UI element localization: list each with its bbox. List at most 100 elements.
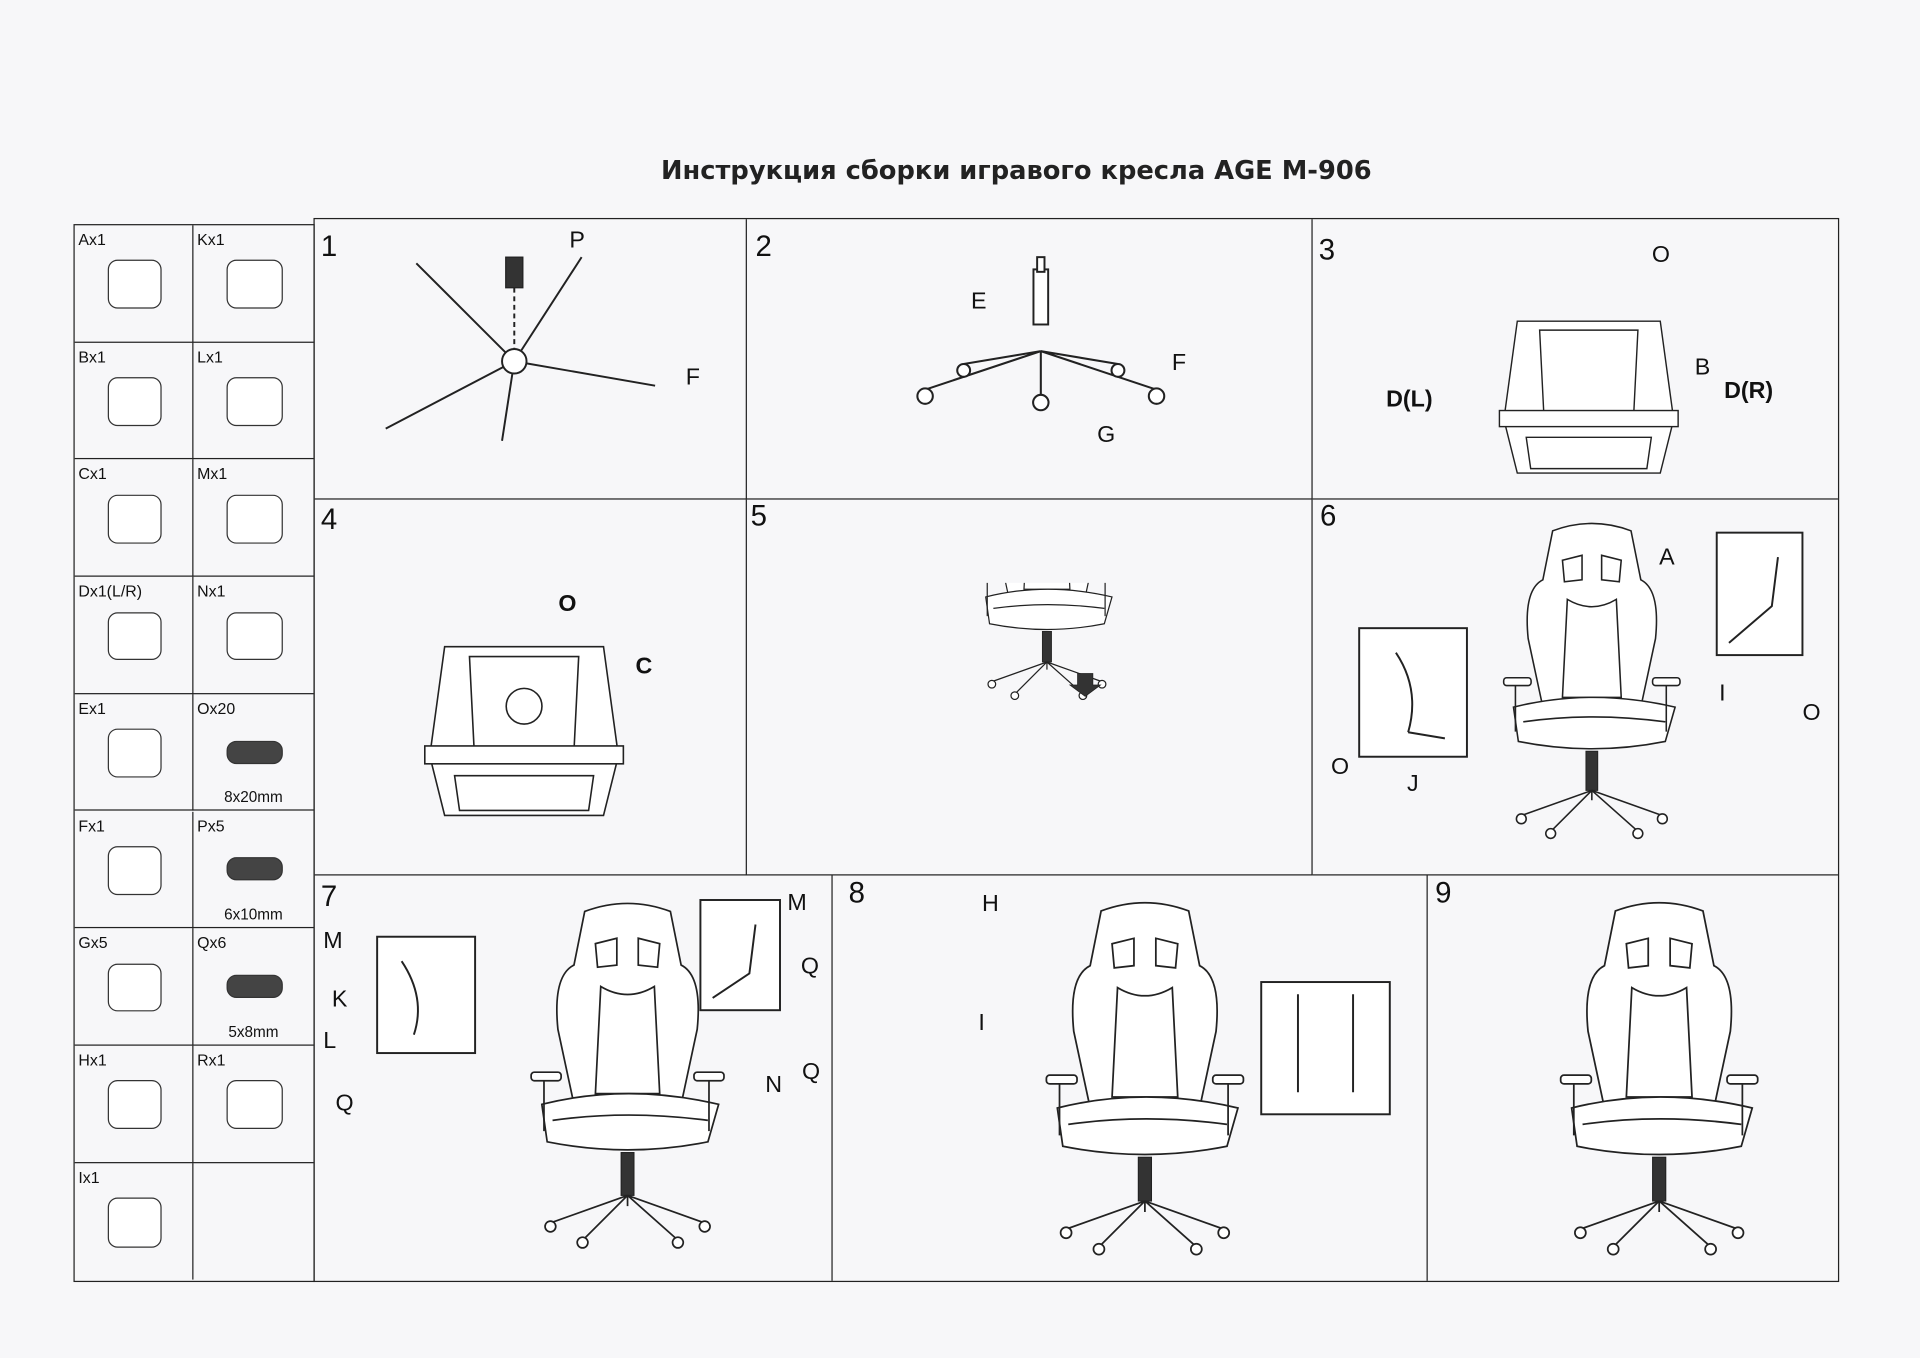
callout-label: O [1802, 700, 1821, 727]
callout-label: O [1331, 754, 1350, 781]
step-2-cylinder-drawing [1032, 256, 1050, 326]
step-7-detail-right [699, 899, 781, 1012]
callout-label: D(L) [1386, 386, 1433, 413]
callout-label: Q [800, 953, 819, 980]
part-cell [193, 1163, 313, 1280]
part-label: Ax1 [78, 230, 106, 249]
part-cell: Fx1 [74, 811, 194, 929]
step-9-chair-drawing [1559, 901, 1759, 1256]
step-5-number: 5 [750, 499, 767, 533]
step-8-detail [1260, 981, 1391, 1116]
part-label: Nx1 [197, 581, 226, 601]
step-8-chair-drawing [1045, 901, 1245, 1256]
callout-label: E [971, 288, 987, 315]
part-cell: Ax1 [74, 225, 194, 343]
part-cell: Gx5 [74, 928, 194, 1046]
step-6-detail-left [1358, 627, 1468, 758]
seat-icon [107, 377, 162, 427]
step-2-base-drawing [916, 350, 1166, 412]
step-5-seat-on-base-drawing [931, 582, 1164, 827]
part-cell: Mx1 [193, 460, 314, 577]
part-label: Rx1 [197, 1050, 226, 1069]
part-cell: Cx1 [74, 459, 194, 577]
step-6-detail-right [1715, 531, 1804, 657]
callout-label: I [1719, 680, 1726, 707]
lumbar-pillow-icon [107, 1080, 162, 1130]
part-label: Cx1 [78, 464, 107, 483]
step-3-seat-drawing [1498, 320, 1679, 474]
callout-label: O [1651, 242, 1670, 269]
callout-label: K [331, 986, 348, 1013]
step-6-number: 6 [1320, 499, 1337, 533]
callout-label: Q [802, 1059, 821, 1085]
part-label: Kx1 [197, 230, 225, 249]
step-7-detail-left [376, 935, 477, 1055]
knob-icon [227, 377, 283, 427]
part-label: Bx1 [78, 347, 106, 366]
step-2-panel [746, 219, 1313, 500]
part-size: 8x20mm [224, 789, 283, 807]
step-7-panel [315, 875, 833, 1281]
step-2-number: 2 [755, 230, 772, 264]
step-8-panel [833, 875, 1428, 1281]
part-label: Mx1 [197, 464, 228, 483]
callout-label: M [787, 890, 807, 916]
callout-label: B [1694, 355, 1711, 381]
gas-cylinder-icon [107, 728, 162, 778]
callout-label: H [982, 891, 999, 918]
bolt-icon [227, 740, 283, 764]
callout-label: P [569, 227, 585, 254]
part-cell: Ix1 [75, 1162, 194, 1280]
step-8-number: 8 [848, 876, 865, 910]
part-label: Hx1 [78, 1050, 107, 1069]
callout-label: J [1406, 771, 1419, 798]
part-label: Ex1 [78, 698, 106, 718]
screw-icon [227, 974, 283, 999]
callout-label: G [1097, 422, 1116, 449]
part-label: Qx6 [197, 933, 227, 952]
step-3-number: 3 [1318, 233, 1336, 267]
base-icon [107, 846, 162, 895]
bolt-icon [227, 857, 283, 881]
step-4-number: 4 [320, 503, 338, 537]
callout-label: O [558, 591, 577, 618]
clip-icon [227, 494, 283, 544]
cover-icon [227, 611, 283, 661]
callout-label: Q [335, 1091, 354, 1117]
part-label: Lx1 [197, 347, 223, 366]
part-cell: Px5 6x10mm [193, 811, 314, 929]
part-label: Gx5 [78, 933, 108, 952]
part-cell: Bx1 [74, 342, 194, 460]
document-title: Инструкция сборки игравого кресла AGE M-… [660, 155, 1372, 185]
callout-label: N [765, 1072, 783, 1099]
part-cell: Kx1 [193, 225, 314, 343]
part-size: 5x8mm [228, 1023, 279, 1041]
step-7-number: 7 [320, 880, 338, 914]
mechanism-icon [107, 494, 162, 544]
part-cell: Nx1 [193, 577, 314, 695]
step-1-base-exploded-drawing [385, 256, 656, 441]
backrest-icon [107, 260, 162, 309]
step-1-panel [314, 219, 747, 500]
callout-label: F [1171, 350, 1187, 376]
callout-label: L [323, 1028, 337, 1055]
callout-label: F [685, 364, 700, 391]
part-label: Ix1 [78, 1167, 100, 1187]
callout-label: M [323, 928, 343, 954]
step-9-number: 9 [1435, 876, 1452, 910]
callout-label: D(R) [1724, 378, 1774, 405]
callout-label: I [978, 1010, 985, 1036]
callout-label: C [635, 653, 653, 680]
hex-key-icon [227, 1080, 283, 1130]
caster-icon [107, 963, 162, 1013]
part-label: Px5 [197, 816, 225, 835]
step-4-panel [314, 499, 747, 876]
part-size: 6x10mm [224, 906, 283, 924]
step-6-panel [1312, 500, 1838, 876]
step-5-panel [746, 499, 1313, 876]
head-pillow-icon [107, 1197, 162, 1248]
clip-icon [227, 260, 283, 309]
part-cell: Ex1 [74, 694, 194, 812]
part-cell: Rx1 [193, 1046, 314, 1163]
